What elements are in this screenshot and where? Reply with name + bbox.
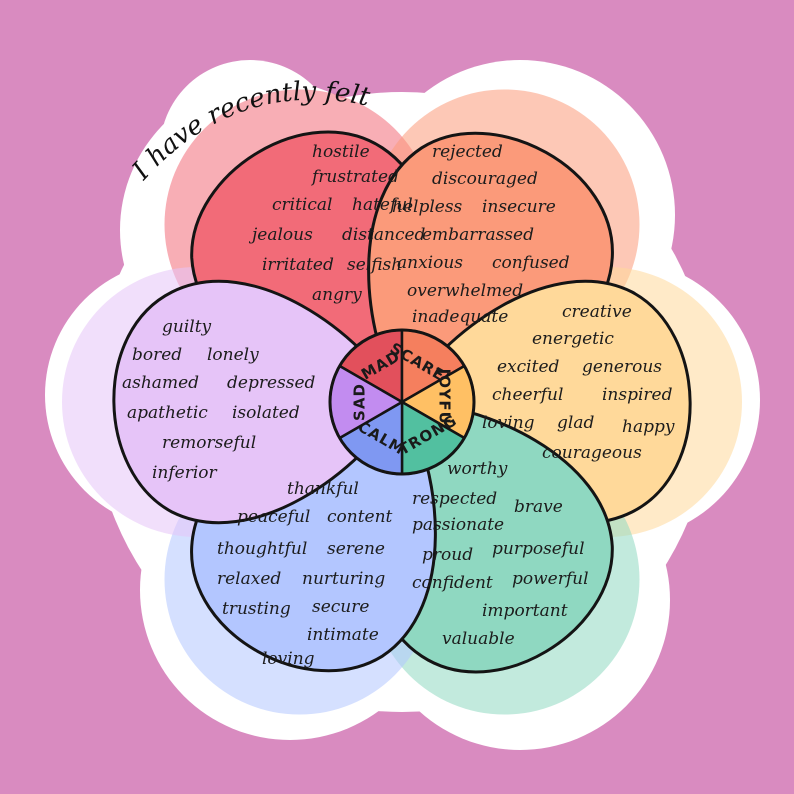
word-mad: angry [312,285,362,305]
word-strong: confident [412,573,493,593]
word-calm: content [327,507,393,527]
word-joyful: glad [557,413,594,433]
word-calm: peaceful [237,507,310,527]
word-scared: insecure [482,197,556,217]
word-sad: bored [132,345,182,365]
petal-sad [112,279,404,525]
word-strong: powerful [512,569,589,589]
word-mad: jealous [248,225,313,245]
word-mad: hostile [312,142,370,162]
word-sad: ashamed [122,373,199,393]
word-mad: selfish [347,255,402,275]
word-calm: intimate [307,625,379,645]
word-mad: hateful [352,195,413,215]
word-joyful: courageous [542,443,642,463]
word-strong: worthy [447,459,508,479]
word-mad: distanced [342,225,426,245]
word-sad: depressed [227,373,316,393]
word-scared: embarrassed [422,225,534,245]
word-joyful: happy [622,417,675,437]
word-calm: nurturing [302,569,385,589]
word-strong: brave [514,497,563,517]
word-joyful: inspired [602,385,673,405]
word-sad: remorseful [162,433,256,453]
word-strong: passionate [412,515,504,535]
word-calm: thankful [287,479,359,499]
word-joyful: cheerful [492,385,563,405]
word-mad: irritated [262,255,334,275]
word-strong: valuable [442,629,515,649]
word-sad: isolated [232,403,300,423]
word-joyful: excited [497,357,559,377]
word-joyful: generous [582,357,662,377]
word-strong: respected [412,489,497,509]
word-sad: lonely [207,345,259,365]
word-scared: inadequate [412,307,508,327]
word-scared: confused [492,253,570,273]
word-calm: loving [262,649,315,669]
word-joyful: creative [562,302,632,322]
word-calm: thoughtful [217,539,307,559]
word-calm: relaxed [217,569,281,589]
word-joyful: energetic [532,329,614,349]
word-sad: apathetic [127,403,208,423]
word-joyful: loving [482,413,535,433]
word-calm: trusting [222,599,291,619]
word-mad: critical [272,195,332,215]
word-calm: secure [312,597,369,617]
word-strong: important [482,601,568,621]
word-sad: guilty [162,317,212,337]
word-scared: anxious [397,253,463,273]
word-scared: rejected [432,142,503,162]
word-scared: overwhelmed [407,281,523,301]
word-calm: serene [327,539,385,559]
word-mad: frustrated [310,167,399,187]
center-ring [328,328,476,476]
word-scared: helpless [392,197,463,217]
word-scared: discouraged [432,169,538,189]
center-label-joyful: JOYFUL [436,368,454,436]
word-sad: inferior [152,463,218,483]
center-label-sad: SAD [351,383,369,421]
word-strong: purposeful [492,539,585,559]
feeling-words: hostile frustrated critical hateful jealous d… [122,142,675,669]
word-strong: proud [422,545,473,565]
